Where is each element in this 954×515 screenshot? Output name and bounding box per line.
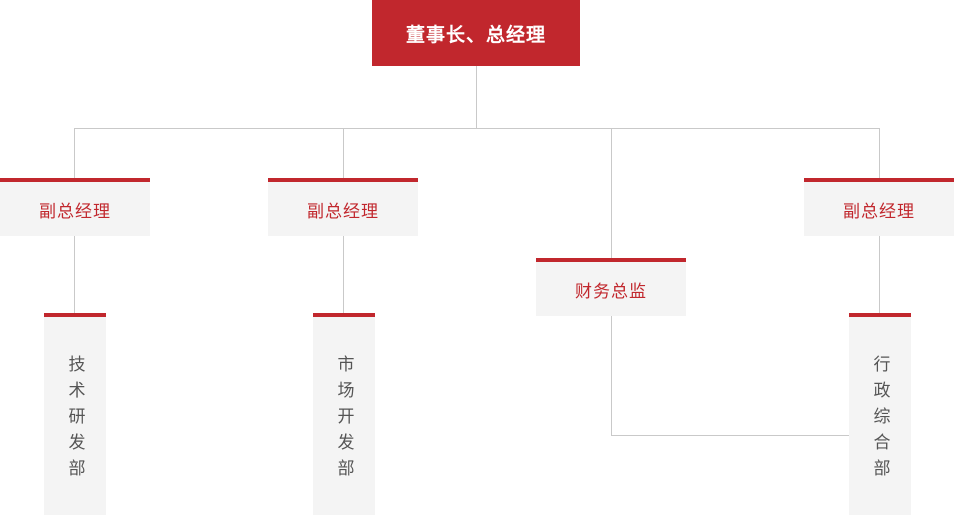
node-vp-admin[interactable]: 副总经理 xyxy=(804,178,954,236)
node-dept-admin[interactable]: 行政综合部 xyxy=(849,313,911,515)
connector-main-bus xyxy=(74,128,880,129)
node-vp-tech-label: 副总经理 xyxy=(39,201,111,221)
node-cfo-label: 财务总监 xyxy=(575,281,647,301)
node-chairman-gm-label: 董事长、总经理 xyxy=(405,24,546,46)
connector-drop-dept-rd xyxy=(74,236,75,313)
node-dept-rd-label: 技术研发部 xyxy=(65,355,85,485)
node-vp-admin-label: 副总经理 xyxy=(843,201,915,221)
node-vp-market[interactable]: 副总经理 xyxy=(268,178,418,236)
node-dept-rd[interactable]: 技术研发部 xyxy=(44,313,106,515)
connector-cfo-down xyxy=(611,316,612,436)
node-vp-market-label: 副总经理 xyxy=(307,201,379,221)
node-dept-market[interactable]: 市场开发部 xyxy=(313,313,375,515)
connector-drop-cfo xyxy=(611,128,612,258)
connector-drop-dept-admin xyxy=(879,236,880,313)
node-chairman-gm[interactable]: 董事长、总经理 xyxy=(372,0,580,66)
connector-drop-vp-market xyxy=(343,128,344,178)
connector-drop-vp-admin xyxy=(879,128,880,178)
node-vp-tech[interactable]: 副总经理 xyxy=(0,178,150,236)
connector-cfo-to-admin xyxy=(611,435,849,436)
connector-drop-vp-tech xyxy=(74,128,75,178)
connector-drop-dept-market xyxy=(343,236,344,313)
connector-root-stem xyxy=(476,66,477,128)
node-dept-market-label: 市场开发部 xyxy=(334,355,354,485)
node-dept-admin-label: 行政综合部 xyxy=(870,355,890,485)
node-cfo[interactable]: 财务总监 xyxy=(536,258,686,316)
